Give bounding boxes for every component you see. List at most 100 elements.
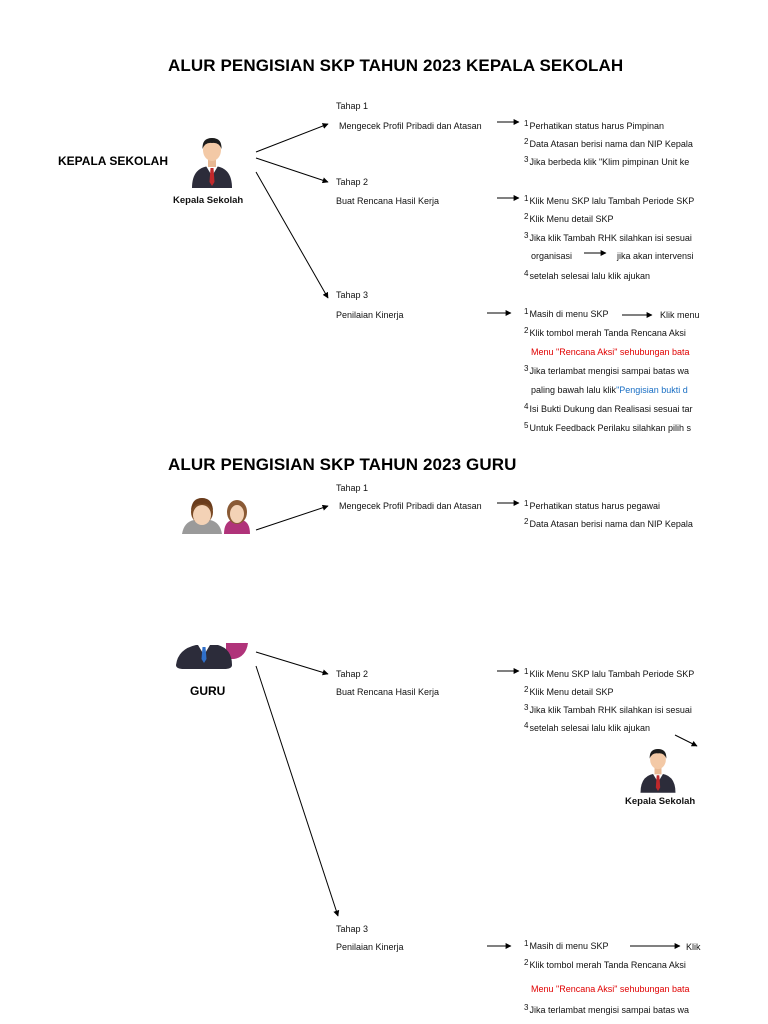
guru-tahap1-label: Tahap 1 <box>336 483 368 493</box>
tahap2-label: Tahap 2 <box>336 177 368 187</box>
step-number: 1 <box>524 667 528 676</box>
step-number: 1 <box>524 194 528 203</box>
s1-t1-step1: 1Perhatikan status harus Pimpinan <box>524 119 664 131</box>
arrow-guru-tahap1 <box>256 506 328 530</box>
step-text: Perhatikan status harus pegawai <box>529 501 660 511</box>
s1-t3-step5: 5Untuk Feedback Perilaku silahkan pilih … <box>524 421 691 433</box>
s1-t2-organisasi: organisasi <box>531 251 572 261</box>
step-text: Masih di menu SKP <box>529 309 608 319</box>
s2-t2-step2: 2Klik Menu detail SKP <box>524 685 614 697</box>
step-number: 2 <box>524 137 528 146</box>
page-margin-right <box>703 0 768 1024</box>
step-number: 3 <box>524 703 528 712</box>
s1-t3-step4: 4Isi Bukti Dukung dan Realisasi sesuai t… <box>524 402 693 414</box>
step-text: Untuk Feedback Perilaku silahkan pilih s <box>529 423 691 433</box>
pengisian-bukti-link[interactable]: "Pengisian bukti d <box>616 385 688 395</box>
step-text: Jika klik Tambah RHK silahkan isi sesuai <box>529 705 691 715</box>
step-number: 3 <box>524 1003 528 1012</box>
section2-title: ALUR PENGISIAN SKP TAHUN 2023 GURU <box>168 455 517 475</box>
tahap1-label: Tahap 1 <box>336 101 368 111</box>
guru-tahap3-label: Tahap 3 <box>336 924 368 934</box>
step-number: 1 <box>524 119 528 128</box>
step-number: 4 <box>524 402 528 411</box>
step-text: Jika klik Tambah RHK silahkan isi sesuai <box>529 233 691 243</box>
s2-t2-step4: 4setelah selesai lalu klik ajukan <box>524 721 650 733</box>
s2-t2-step1: 1Klik Menu SKP lalu Tambah Periode SKP <box>524 667 694 679</box>
s2-t3-red-note: Menu "Rencana Aksi" sehubungan bata <box>531 984 690 994</box>
s1-t1-step2: 2Data Atasan berisi nama dan NIP Kepala <box>524 137 693 149</box>
step-number: 4 <box>524 721 528 730</box>
tahap2-desc: Buat Rencana Hasil Kerja <box>336 196 439 206</box>
s1-t3-step1: 1Masih di menu SKP <box>524 307 609 319</box>
step-number: 1 <box>524 499 528 508</box>
tahap1-desc: Mengecek Profil Pribadi dan Atasan <box>339 121 482 131</box>
arrow-to-kepsek <box>675 735 697 746</box>
step-text: Jika berbeda klik "Klim pimpinan Unit ke <box>529 157 689 167</box>
step-text: Data Atasan berisi nama dan NIP Kepala <box>529 139 692 149</box>
step-number: 2 <box>524 685 528 694</box>
s1-t2-step4: 4setelah selesai lalu klik ajukan <box>524 269 650 281</box>
s1-t3-red-note: Menu "Rencana Aksi" sehubungan bata <box>531 347 690 357</box>
s2-t1-step2: 2Data Atasan berisi nama dan NIP Kepala <box>524 517 693 529</box>
arrow-guru-tahap3 <box>256 666 338 916</box>
step-number: 1 <box>524 939 528 948</box>
guru-tahap1-desc: Mengecek Profil Pribadi dan Atasan <box>339 501 482 511</box>
s1-t2-step2: 2Klik Menu detail SKP <box>524 212 614 224</box>
s2-t3-step1: 1Masih di menu SKP <box>524 939 609 951</box>
kepala-sekolah-small-caption: Kepala Sekolah <box>625 796 695 807</box>
step-text: setelah selesai lalu klik ajukan <box>529 271 650 281</box>
s2-t1-step1: 1Perhatikan status harus pegawai <box>524 499 660 511</box>
step-number: 4 <box>524 269 528 278</box>
s1-t3-cont: paling bawah lalu klik"Pengisian bukti d <box>531 385 688 395</box>
step-text: Klik tombol merah Tanda Rencana Aksi <box>529 960 685 970</box>
s1-t2-intervensi: jika akan intervensi <box>617 251 694 261</box>
role-label-kepala-sekolah: KEPALA SEKOLAH <box>58 154 168 168</box>
arrow-to-tahap1 <box>256 124 328 152</box>
s2-t3-step3: 3Jika terlambat mengisi sampai batas wa <box>524 1003 689 1015</box>
step-text: Isi Bukti Dukung dan Realisasi sesuai ta… <box>529 404 692 414</box>
step-text: Jika terlambat mengisi sampai batas wa <box>529 1005 689 1015</box>
step-number: 3 <box>524 155 528 164</box>
s1-t3-klik-menu: Klik menu <box>660 310 700 320</box>
step-text: setelah selesai lalu klik ajukan <box>529 723 650 733</box>
section1-title: ALUR PENGISIAN SKP TAHUN 2023 KEPALA SEK… <box>168 56 623 76</box>
step-number: 2 <box>524 326 528 335</box>
s1-t1-step3: 3Jika berbeda klik "Klim pimpinan Unit k… <box>524 155 689 167</box>
s2-t3-step2: 2Klik tombol merah Tanda Rencana Aksi <box>524 958 686 970</box>
step-number: 1 <box>524 307 528 316</box>
kepala-sekolah-small-icon <box>637 747 679 793</box>
step-text: Klik Menu detail SKP <box>529 214 613 224</box>
s1-t2-step3: 3Jika klik Tambah RHK silahkan isi sesua… <box>524 231 692 243</box>
step-text: Klik Menu SKP lalu Tambah Periode SKP <box>529 196 694 206</box>
step-text: Data Atasan berisi nama dan NIP Kepala <box>529 519 692 529</box>
kepala-sekolah-icon <box>188 136 236 188</box>
guru-tahap3-desc: Penilaian Kinerja <box>336 942 404 952</box>
guru-couple-icon <box>180 492 256 534</box>
guru-tahap2-desc: Buat Rencana Hasil Kerja <box>336 687 439 697</box>
arrow-to-tahap2 <box>256 158 328 182</box>
step-text: Jika terlambat mengisi sampai batas wa <box>529 366 689 376</box>
arrow-guru-tahap2 <box>256 652 328 674</box>
tahap3-desc: Penilaian Kinerja <box>336 310 404 320</box>
s1-t3-step2: 2Klik tombol merah Tanda Rencana Aksi <box>524 326 686 338</box>
step-text: Perhatikan status harus Pimpinan <box>529 121 664 131</box>
step-number: 2 <box>524 212 528 221</box>
step-number: 5 <box>524 421 528 430</box>
guru-tahap2-label: Tahap 2 <box>336 669 368 679</box>
step-text: Klik Menu detail SKP <box>529 687 613 697</box>
step-text: Klik Menu SKP lalu Tambah Periode SKP <box>529 669 694 679</box>
s1-t3-step3: 3Jika terlambat mengisi sampai batas wa <box>524 364 689 376</box>
step-text: Klik tombol merah Tanda Rencana Aksi <box>529 328 685 338</box>
step-text: Masih di menu SKP <box>529 941 608 951</box>
step-number: 2 <box>524 517 528 526</box>
s2-t2-step3: 3Jika klik Tambah RHK silahkan isi sesua… <box>524 703 692 715</box>
tahap3-label: Tahap 3 <box>336 290 368 300</box>
kepala-sekolah-caption: Kepala Sekolah <box>173 195 243 206</box>
step-number: 3 <box>524 231 528 240</box>
step-number: 3 <box>524 364 528 373</box>
cont-text: paling bawah lalu klik <box>531 385 616 395</box>
s1-t2-step1: 1Klik Menu SKP lalu Tambah Periode SKP <box>524 194 694 206</box>
arrow-to-tahap3 <box>256 172 328 298</box>
role-label-guru: GURU <box>190 684 225 698</box>
